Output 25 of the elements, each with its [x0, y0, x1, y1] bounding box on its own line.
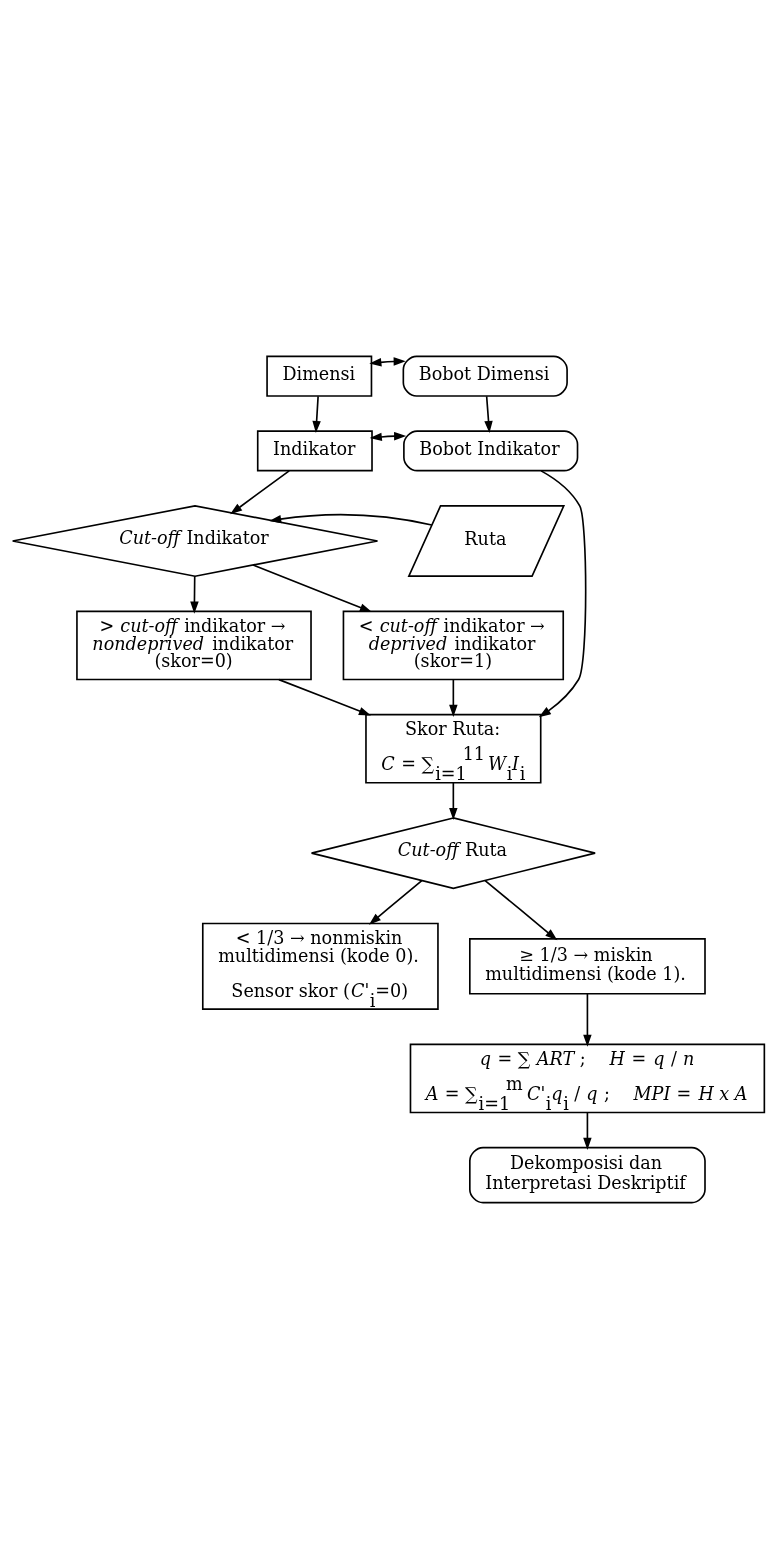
arrow [369, 431, 407, 442]
node-box: > cut-off indikator → nondeprived indikator (skor=0) [76, 610, 312, 681]
node-box: Bobot Indikator [403, 430, 579, 472]
arrow [583, 993, 592, 1047]
node-box: < cut-off indikator → deprived indikator (skor=1) [342, 610, 565, 681]
node-box: Dekomposisi dan Interpretasi Deskriptif [469, 1146, 706, 1204]
arrow [252, 564, 372, 613]
node-diamond: Cut-off Ruta [310, 817, 596, 890]
node-box: ≥ 1/3 → miskin multidimensi (kode 1). [469, 938, 706, 995]
arrow [190, 575, 199, 614]
arrow [449, 782, 458, 821]
arrow [230, 470, 290, 515]
arrow [278, 678, 371, 716]
arrow [583, 1111, 592, 1150]
node-box: Bobot Dimensi [402, 355, 568, 397]
arrow [312, 395, 321, 434]
arrow [449, 678, 458, 717]
arrow [368, 879, 423, 925]
arrow [484, 395, 493, 434]
arrow [269, 513, 433, 526]
node-box: Dimensi [266, 355, 373, 397]
node-box: Indikator [256, 430, 373, 472]
arrow [538, 470, 587, 718]
arrow [369, 357, 406, 367]
arrow [484, 879, 558, 941]
